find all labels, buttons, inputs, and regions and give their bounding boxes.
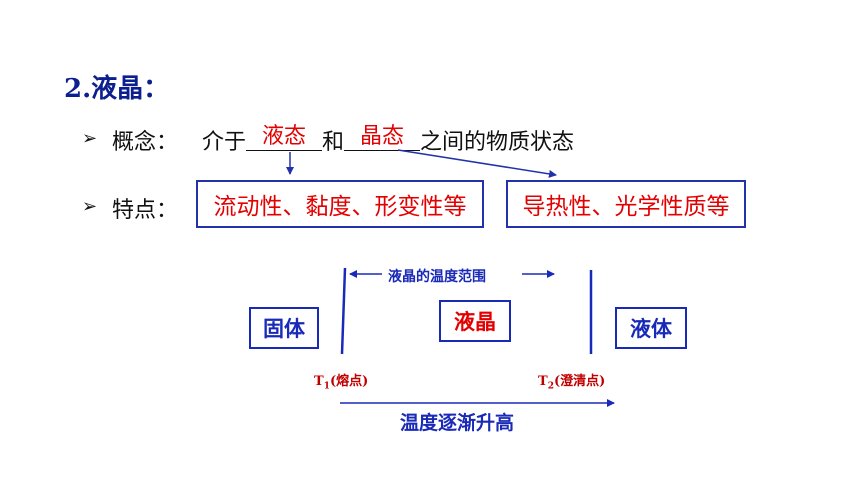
section-heading: 2.液晶：	[64, 74, 170, 104]
answer-blank-liquid: 液态	[246, 124, 323, 151]
range-label: 液晶的温度范围	[388, 269, 486, 285]
concept-suffix: 之间的物质状态	[420, 130, 575, 155]
liquid-crystal-box: 液晶	[439, 300, 511, 342]
clearing-point-label: T2(澄清点)	[538, 374, 606, 392]
bullet-icon: ➢	[82, 128, 98, 149]
concept-prefix: 介于	[202, 130, 247, 155]
answer-blank-crystal: 晶态	[344, 124, 421, 151]
crystal-features-box: 导热性、光学性质等	[506, 180, 746, 228]
melting-point-line	[340, 267, 347, 355]
concept-sentence: 介于液态和晶态之间的物质状态	[202, 124, 574, 157]
concept-middle: 和	[322, 130, 345, 155]
liquid-features-box: 流动性、黏度、形变性等	[196, 180, 484, 228]
liquid-state-box: 液体	[615, 307, 687, 349]
solid-state-box: 固体	[249, 307, 319, 349]
arrow-crystal	[397, 149, 557, 178]
melting-point-label: T1(熔点)	[314, 374, 369, 392]
bullet-icon: ➢	[82, 196, 98, 217]
concept-label: 概念：	[112, 130, 179, 155]
features-label: 特点：	[112, 198, 179, 223]
temperature-axis-label: 温度逐渐升高	[400, 412, 515, 434]
